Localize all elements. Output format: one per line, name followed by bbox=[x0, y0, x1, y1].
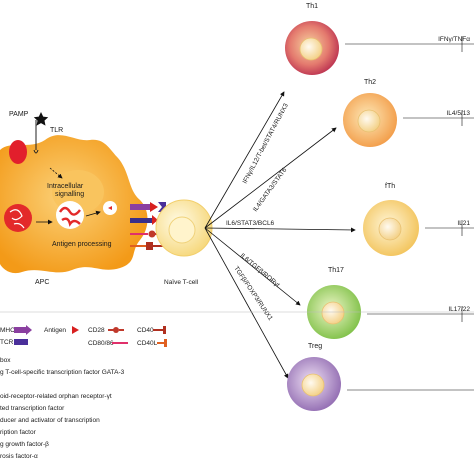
abbreviation-item: ted transcription factor bbox=[0, 405, 65, 412]
th1-label: Th1 bbox=[306, 3, 318, 10]
legend: MHC TCR Antigen CD28 CD80/86 CD40 CD40L bbox=[0, 311, 474, 460]
legend-antigen-icon bbox=[72, 326, 79, 334]
arrow-to-th1 bbox=[204, 91, 285, 229]
legend-cd40-label: CD40 bbox=[137, 327, 154, 334]
th2-output-label: IL4/5/13 bbox=[447, 110, 471, 117]
fth-output-label: IL21 bbox=[457, 220, 470, 227]
fth-cell bbox=[363, 200, 419, 256]
cd28-receptor bbox=[148, 230, 156, 238]
pathway-label-th2: IL4/GATA3/STAT6 bbox=[252, 166, 289, 213]
abbreviation-item: oid-receptor-related orphan receptor-γt bbox=[0, 393, 112, 400]
legend-cd28-label: CD28 bbox=[88, 327, 105, 334]
vesicle-red bbox=[9, 140, 27, 164]
abbreviation-item: g T-cell-specific transcription factor G… bbox=[0, 369, 125, 376]
legend-cd40-icon bbox=[153, 326, 166, 334]
legend-tcr-label: TCR bbox=[0, 339, 14, 346]
pathway-label-fth: IL6/STAT3/BCL6 bbox=[226, 220, 275, 227]
arrow-to-th2 bbox=[204, 127, 337, 229]
th17-label: Th17 bbox=[328, 267, 344, 274]
abbreviation-item: g growth factor-β bbox=[0, 441, 49, 448]
arrow-to-treg bbox=[204, 227, 289, 379]
antigen-marker bbox=[150, 202, 158, 212]
mhc-receptor bbox=[130, 204, 150, 210]
tlr-label: TLR bbox=[50, 127, 63, 134]
arrow-to-fth bbox=[204, 227, 356, 233]
antigen-processing-label: Antigen processing bbox=[52, 241, 112, 248]
intracellular-label-1: Intracellular bbox=[47, 183, 84, 190]
arrow-to-th17 bbox=[204, 227, 301, 306]
legend-cd80-86-label: CD80/86 bbox=[88, 340, 114, 347]
cd40-receptor bbox=[146, 242, 153, 250]
naive-t-cell-label: Naïve T-cell bbox=[164, 279, 199, 286]
abbreviation-item: ducer and activator of transcription bbox=[0, 417, 100, 424]
th1-output-label: IFNγ/TNFα bbox=[438, 36, 470, 43]
legend-cd28-icon bbox=[108, 327, 124, 333]
legend-mhc-label: MHC bbox=[0, 327, 15, 334]
treg-cell bbox=[287, 357, 341, 411]
pamp-star-icon bbox=[33, 112, 49, 126]
legend-cd40l-label: CD40L bbox=[137, 340, 158, 347]
apc-label: APC bbox=[35, 279, 49, 286]
pamp-label: PAMP bbox=[9, 111, 29, 118]
processing-vesicle-1 bbox=[4, 204, 32, 232]
th17-output-label: IL17/22 bbox=[448, 306, 470, 313]
abbreviation-list: box g T-cell-specific transcription facto… bbox=[0, 357, 125, 460]
fth-label: fTh bbox=[385, 183, 395, 190]
naive-t-cell bbox=[155, 199, 213, 257]
legend-mhc-icon bbox=[14, 327, 26, 333]
apc-cell bbox=[0, 112, 148, 274]
abbreviation-item: ription factor bbox=[0, 429, 37, 436]
th1-cell bbox=[285, 21, 339, 75]
abbreviation-item: box bbox=[0, 357, 11, 364]
abbreviation-item: rosis factor-α bbox=[0, 453, 38, 460]
th2-label: Th2 bbox=[364, 79, 376, 86]
legend-tcr-icon bbox=[14, 339, 28, 345]
treg-label: Treg bbox=[308, 343, 322, 350]
intracellular-label-2: signalling bbox=[55, 191, 84, 198]
legend-antigen-label: Antigen bbox=[44, 327, 66, 334]
legend-cd40l-icon bbox=[157, 339, 167, 347]
th2-cell bbox=[343, 93, 397, 147]
